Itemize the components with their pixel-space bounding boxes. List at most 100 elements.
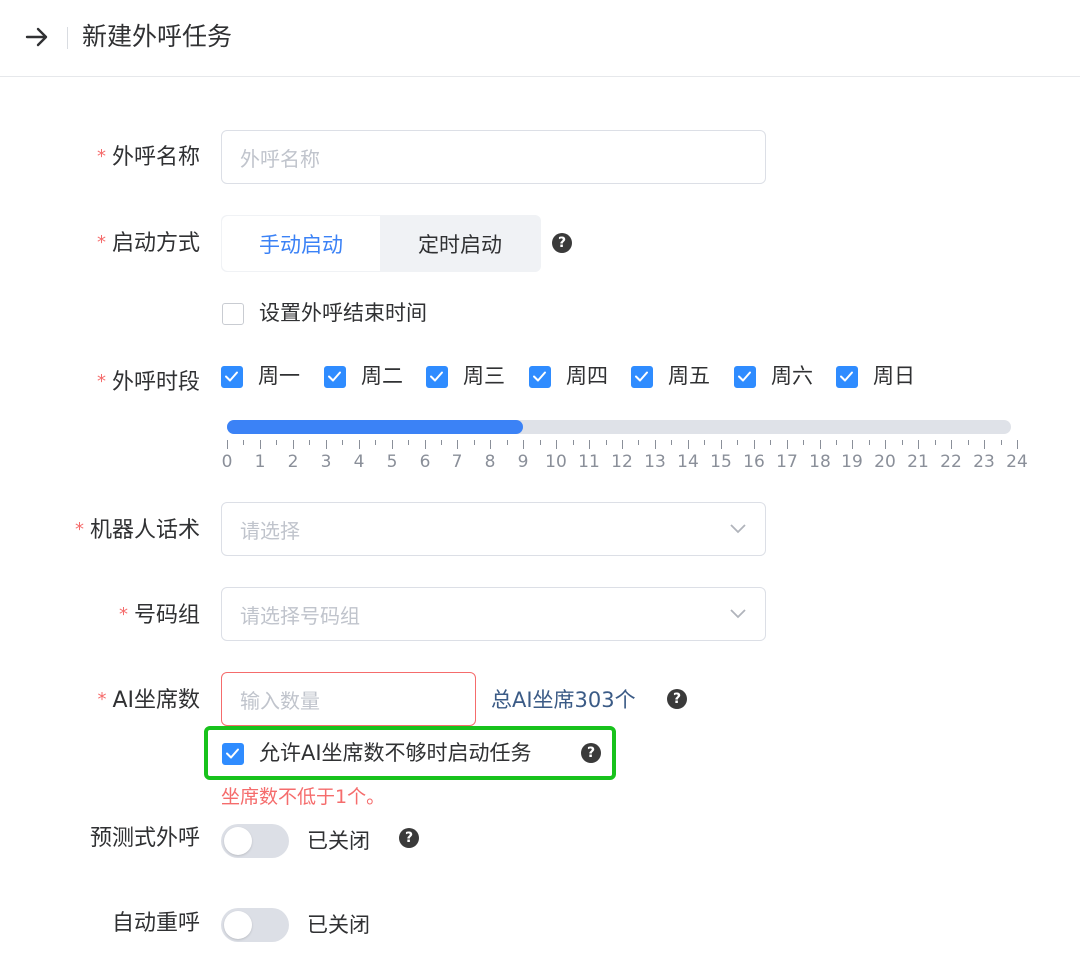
time-range-fill[interactable] <box>227 420 523 434</box>
hour-tick <box>276 440 277 445</box>
weekday-checkbox[interactable] <box>529 366 551 388</box>
end-time-checkbox-label: 设置外呼结束时间 <box>259 301 427 325</box>
hour-tick <box>556 440 557 449</box>
hour-tick-label: 0 <box>221 452 233 472</box>
hour-tick-label: 18 <box>809 452 831 472</box>
weekday-checkbox[interactable] <box>836 366 858 388</box>
required-mark: * <box>96 146 106 167</box>
call-period-label: *外呼时段 <box>96 370 200 395</box>
help-icon[interactable]: ? <box>399 828 419 848</box>
weekday-label: 周一 <box>258 364 300 388</box>
hour-tick <box>474 440 475 445</box>
ai-seats-input[interactable]: 输入数量 <box>221 672 476 726</box>
total-ai-seats-text: 总AI坐席303个 <box>491 688 636 712</box>
hour-tick <box>836 440 837 445</box>
manual-start-option[interactable]: 手动启动 <box>222 216 380 271</box>
required-mark: * <box>97 689 107 710</box>
header-divider <box>67 27 68 49</box>
scheduled-start-option[interactable]: 定时启动 <box>418 232 502 257</box>
hour-tick <box>457 440 458 449</box>
task-name-placeholder: 外呼名称 <box>240 146 320 171</box>
hour-tick-label: 4 <box>353 452 365 472</box>
hour-tick-label: 23 <box>973 452 995 472</box>
auto-redial-toggle[interactable] <box>221 908 289 942</box>
hour-tick <box>885 440 886 449</box>
hour-tick <box>441 440 442 445</box>
weekday-checkbox[interactable] <box>426 366 448 388</box>
time-range-slider[interactable] <box>227 420 1011 434</box>
hour-tick <box>606 440 607 445</box>
task-name-input[interactable]: 外呼名称 <box>221 130 766 184</box>
check-icon <box>225 371 238 382</box>
hour-tick <box>638 440 639 445</box>
hour-tick-label: 14 <box>677 452 699 472</box>
check-icon <box>840 371 853 382</box>
hour-tick <box>688 440 689 449</box>
hour-tick-label: 12 <box>611 452 633 472</box>
hour-tick-label: 5 <box>386 452 398 472</box>
weekday-label: 周三 <box>463 364 505 388</box>
help-icon[interactable]: ? <box>581 743 601 763</box>
chevron-down-icon <box>730 524 746 534</box>
weekday-checkbox[interactable] <box>734 366 756 388</box>
hour-tick-label: 24 <box>1006 452 1028 472</box>
page-header: 新建外呼任务 <box>0 0 1080 77</box>
allow-insufficient-seats-label: 允许AI坐席数不够时启动任务 <box>259 741 532 765</box>
hour-tick <box>754 440 755 449</box>
hour-tick <box>951 440 952 449</box>
hour-tick-label: 22 <box>940 452 962 472</box>
required-mark: * <box>118 604 128 625</box>
hour-tick <box>243 440 244 445</box>
hour-tick-label: 6 <box>419 452 431 472</box>
hour-tick <box>309 440 310 445</box>
hour-tick <box>820 440 821 449</box>
start-mode-label: *启动方式 <box>96 231 200 256</box>
hour-tick-label: 9 <box>517 452 529 472</box>
hour-tick-label: 7 <box>451 452 463 472</box>
number-group-label: *号码组 <box>118 603 200 628</box>
robot-script-label: *机器人话术 <box>74 518 200 543</box>
robot-script-select[interactable]: 请选择 <box>221 502 766 556</box>
weekday-label: 周二 <box>361 364 403 388</box>
hour-tick-label: 3 <box>320 452 332 472</box>
hour-tick-label: 13 <box>644 452 666 472</box>
hour-tick <box>227 440 228 449</box>
hour-tick <box>359 440 360 449</box>
hour-tick <box>573 440 574 445</box>
hour-tick <box>507 440 508 445</box>
ai-seats-error: 坐席数不低于1个。 <box>221 786 386 808</box>
weekday-checkbox[interactable] <box>324 366 346 388</box>
hour-tick <box>704 440 705 445</box>
hour-tick <box>523 440 524 449</box>
weekday-checkbox[interactable] <box>221 366 243 388</box>
hour-tick <box>260 440 261 449</box>
hour-tick <box>425 440 426 449</box>
check-icon <box>226 748 239 759</box>
hour-tick-label: 10 <box>545 452 567 472</box>
page-title: 新建外呼任务 <box>82 22 233 51</box>
predictive-status: 已关闭 <box>307 829 370 853</box>
hour-tick <box>655 440 656 449</box>
hour-tick <box>1017 440 1018 449</box>
end-time-checkbox[interactable] <box>222 303 244 325</box>
arrow-right-icon[interactable] <box>24 24 50 50</box>
hour-tick <box>984 440 985 449</box>
hour-tick-label: 17 <box>776 452 798 472</box>
ai-seats-placeholder: 输入数量 <box>240 688 320 713</box>
number-group-placeholder: 请选择号码组 <box>240 603 360 628</box>
check-icon <box>430 371 443 382</box>
weekday-label: 周五 <box>668 364 710 388</box>
auto-redial-status: 已关闭 <box>307 913 370 937</box>
help-icon[interactable]: ? <box>552 233 572 253</box>
weekday-label: 周四 <box>566 364 608 388</box>
weekday-checkbox[interactable] <box>631 366 653 388</box>
predictive-toggle[interactable] <box>221 824 289 858</box>
help-icon[interactable]: ? <box>667 689 687 709</box>
required-mark: * <box>96 371 106 392</box>
weekday-label: 周六 <box>771 364 813 388</box>
required-mark: * <box>96 232 106 253</box>
start-mode-segmented: 手动启动 定时启动 <box>221 215 541 272</box>
number-group-select[interactable]: 请选择号码组 <box>221 587 766 641</box>
allow-insufficient-seats-checkbox[interactable] <box>222 743 244 765</box>
